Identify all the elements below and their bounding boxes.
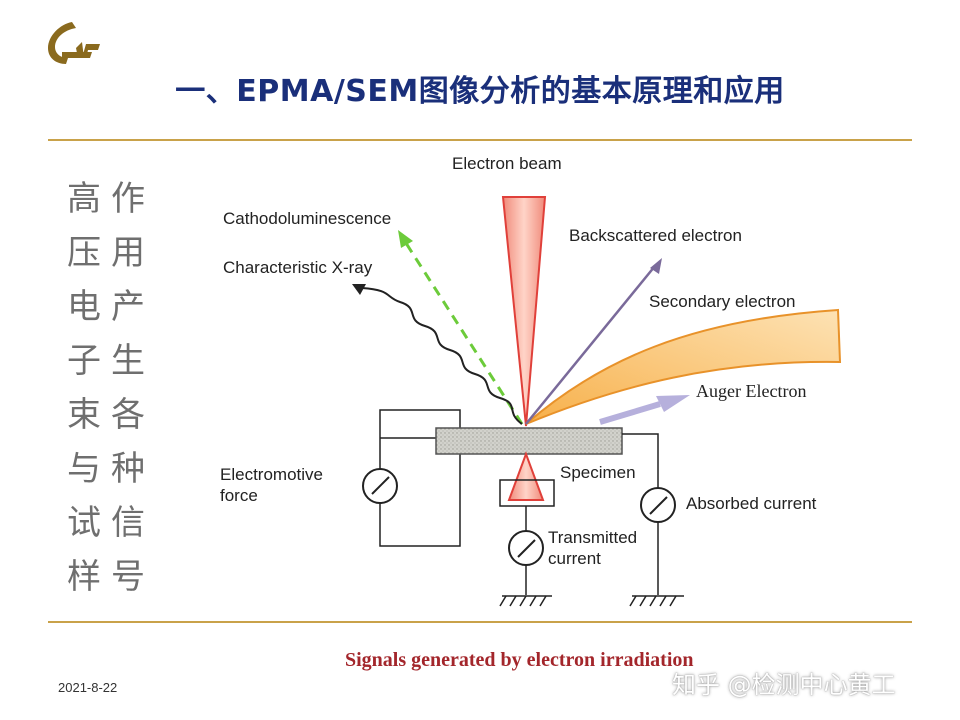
slide-date: 2021-8-22: [58, 680, 118, 695]
left-char: 试: [67, 503, 101, 543]
absorbed-label: Absorbed current: [686, 494, 817, 513]
company-logo: [48, 22, 100, 64]
left-char: 样: [67, 557, 101, 597]
absorbed-meter-needle: [649, 496, 668, 515]
backscattered-arrowhead: [650, 258, 662, 274]
right-char: 种: [111, 449, 145, 489]
left-char: 压: [67, 233, 101, 273]
bottom-divider: [48, 621, 912, 623]
electron-beam-label: Electron beam: [452, 154, 562, 173]
auger-arrow: [599, 401, 661, 425]
backscattered-label: Backscattered electron: [569, 226, 742, 245]
secondary-label: Secondary electron: [649, 292, 795, 311]
transmitted-ground-icon: [499, 595, 552, 607]
top-divider: [48, 139, 912, 141]
right-char: 号: [111, 557, 145, 597]
slide-title: 一、EPMA/SEM图像分析的基本原理和应用: [175, 74, 785, 109]
current-label: current: [548, 549, 601, 568]
figure-caption: Signals generated by electron irradiatio…: [345, 649, 694, 671]
specimen-plate: [435, 427, 623, 455]
transmitted-detector: [499, 479, 555, 507]
left-char: 高: [67, 179, 101, 219]
auger-label: Auger Electron: [696, 381, 806, 401]
signals-diagram: Electron beam Cathodoluminescence Backsc…: [220, 154, 842, 607]
characteristic-xray-label: Characteristic X-ray: [223, 258, 373, 277]
left-char: 束: [67, 395, 101, 435]
right-char: 作: [111, 179, 145, 219]
electron-beam-cone: [501, 196, 547, 427]
right-char: 各: [111, 395, 145, 435]
secondary-electron-band: [525, 308, 842, 425]
force-label: force: [220, 486, 258, 505]
right-char: 生: [111, 341, 145, 381]
backscattered-arrow: [525, 265, 656, 425]
xray-arrowhead: [352, 284, 366, 295]
characteristic-xray-wave: [361, 287, 523, 425]
emf-circuit: [379, 409, 461, 547]
absorbed-ground-icon: [629, 595, 684, 607]
left-char: 电: [67, 287, 101, 327]
transmitted-cone: [507, 451, 545, 501]
specimen-label: Specimen: [560, 463, 636, 482]
watermark: 知乎 @检测中心黄工: [672, 671, 896, 699]
electromotive-label: Electromotive: [220, 465, 323, 484]
emf-meter-needle: [371, 476, 390, 495]
vertical-text-left: 高 压 电 子 束 与 试 样: [62, 172, 106, 604]
left-char: 与: [67, 449, 101, 489]
right-char: 用: [111, 233, 145, 273]
cathodoluminescence-label: Cathodoluminescence: [223, 209, 391, 228]
cathodoluminescence-arrowhead: [398, 230, 413, 248]
right-char: 产: [111, 287, 145, 327]
left-char: 子: [67, 341, 101, 381]
right-char: 信: [111, 503, 145, 543]
auger-arrowhead: [656, 395, 690, 412]
vertical-text-right: 作 用 产 生 各 种 信 号: [106, 172, 150, 604]
transmitted-label: Transmitted: [548, 528, 637, 547]
transmitted-meter-needle: [517, 539, 536, 558]
cathodoluminescence-arrow: [402, 239, 524, 425]
absorbed-circuit: [622, 433, 659, 595]
